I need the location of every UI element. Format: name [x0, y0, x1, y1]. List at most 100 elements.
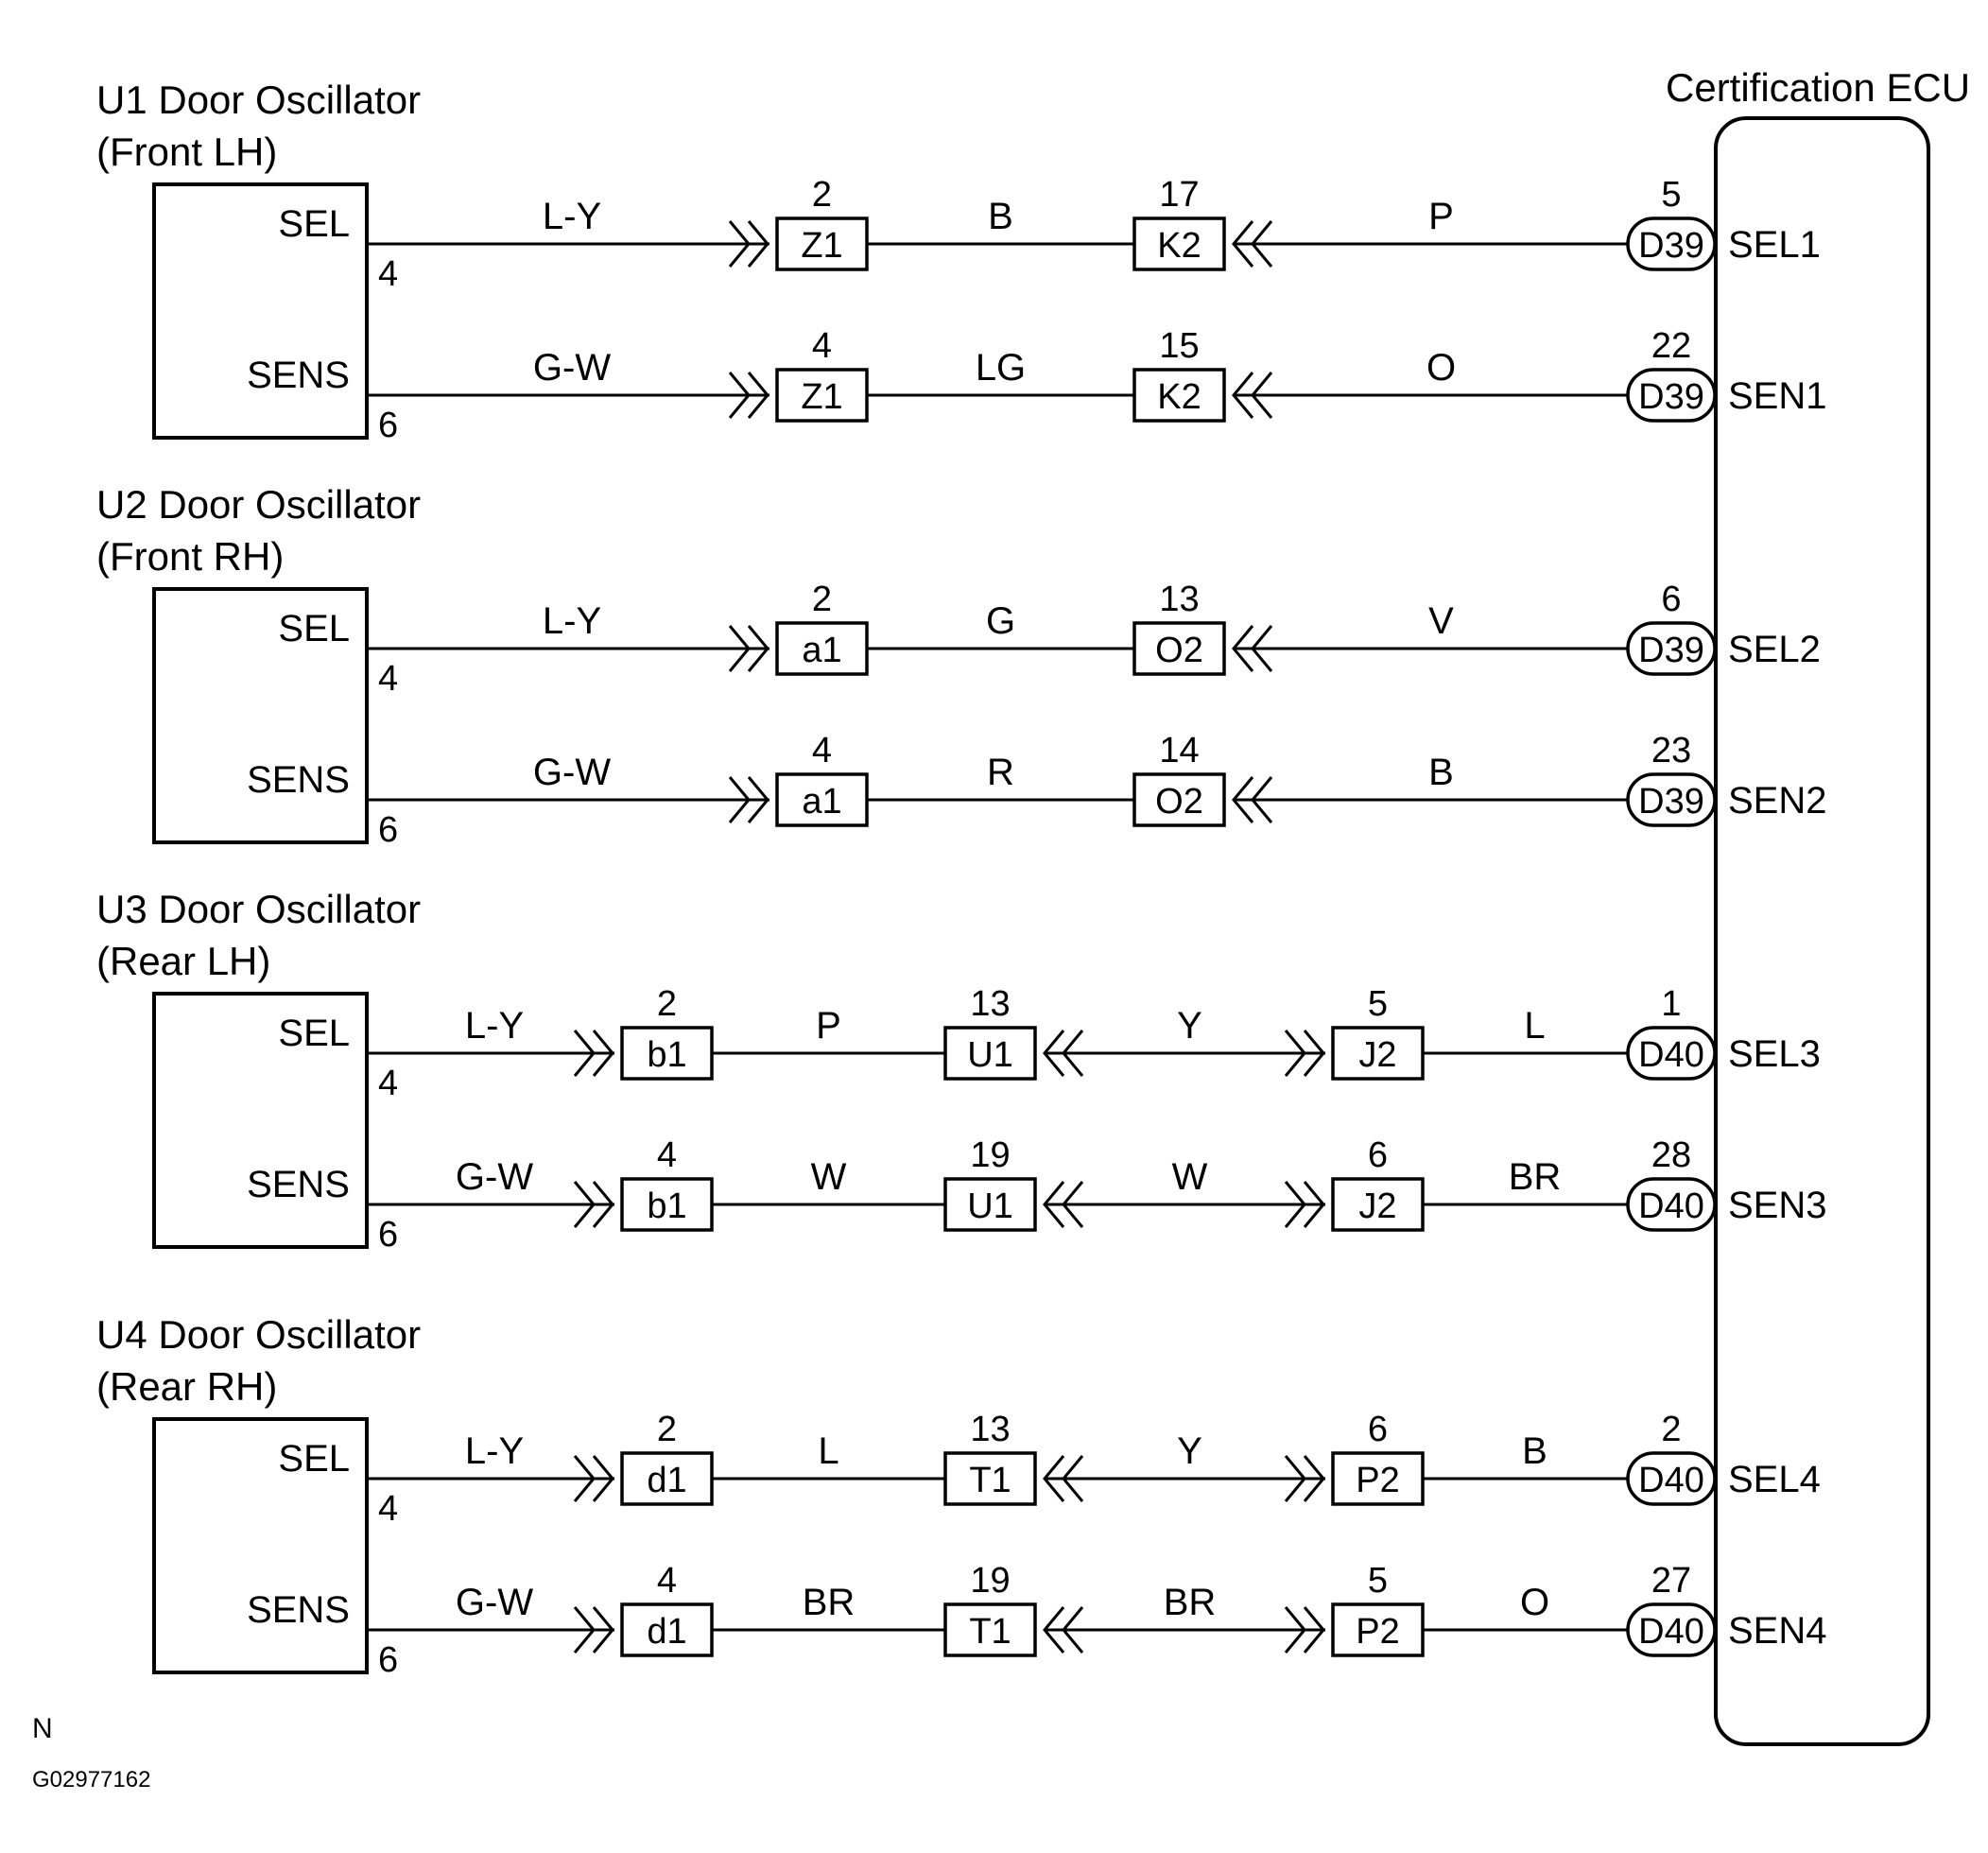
- ecu-connector: [1626, 621, 1717, 676]
- wire-color-label: G-W: [456, 1156, 533, 1198]
- connector-pin: 2: [812, 175, 832, 215]
- oscillator-subtitle: (Rear RH): [96, 1364, 277, 1409]
- pin-number: 6: [378, 1215, 398, 1255]
- connector-box: [620, 1177, 714, 1232]
- ecu-box: [1714, 116, 1930, 1746]
- oscillator-title: U4 Door Oscillator: [96, 1312, 421, 1357]
- connector-id: Z1: [801, 377, 842, 417]
- pin-number: 4: [378, 254, 398, 294]
- ecu-connector-id: D39: [1638, 782, 1704, 822]
- male-terminal-chevron: [573, 1455, 614, 1502]
- wire-color-label: Y: [1177, 1430, 1202, 1472]
- connector-id: a1: [802, 782, 841, 822]
- wire-color-label: P: [816, 1005, 841, 1047]
- ecu-pin-number: 28: [1651, 1135, 1691, 1175]
- connector-id: T1: [969, 1612, 1011, 1652]
- male-terminal-chevron: [573, 1606, 614, 1654]
- wire-color-label: W: [1172, 1156, 1208, 1198]
- male-terminal-chevron: [728, 625, 769, 672]
- pin-name: SENS: [247, 355, 350, 396]
- wire-color-label: BR: [1164, 1582, 1217, 1623]
- connector-pin: 4: [657, 1561, 677, 1601]
- connector-pin: 5: [1368, 984, 1388, 1024]
- connector-box: [1331, 1026, 1425, 1081]
- connector-box: [943, 1602, 1037, 1657]
- oscillator-group-2: U2 Door Oscillator (Front RH) SEL 4 L-Y a1 2G O…: [96, 482, 1827, 850]
- oscillator-subtitle: (Rear LH): [96, 939, 270, 983]
- oscillator-box: [152, 182, 369, 440]
- wire-color-label: L-Y: [465, 1430, 524, 1472]
- connector-box: [1132, 368, 1226, 423]
- ecu-pin-number: 5: [1661, 175, 1681, 215]
- connector-pin: 17: [1159, 175, 1199, 215]
- ecu-signal-name: SEN1: [1728, 375, 1827, 417]
- ecu-pin-number: 22: [1651, 326, 1691, 366]
- connector-pin: 6: [1368, 1410, 1388, 1449]
- male-terminal-chevron: [1284, 1030, 1325, 1077]
- oscillator-group-3: U3 Door Oscillator(Rear LH)SEL4L-Yb12PU1…: [96, 887, 1827, 1255]
- connector-id: d1: [647, 1612, 686, 1652]
- wire-color-label: G: [986, 600, 1015, 642]
- connector-id: a1: [802, 631, 841, 670]
- connector-pin: 5: [1368, 1561, 1388, 1601]
- connector-pin: 13: [1159, 580, 1199, 619]
- connector-pin: 19: [970, 1135, 1010, 1175]
- oscillator-title: U3 Door Oscillator: [96, 887, 421, 931]
- footer-code: G02977162: [32, 1767, 150, 1792]
- connector-id: b1: [647, 1035, 686, 1075]
- connector-pin: 4: [657, 1135, 677, 1175]
- connector-box: [775, 216, 869, 271]
- ecu-connector: [1626, 368, 1717, 423]
- oscillator-group-4: U4 Door Oscillator(Rear RH)SEL4L-Yd12LT1…: [96, 1312, 1827, 1680]
- pin-name: SEL: [278, 1013, 350, 1054]
- connector-id: d1: [647, 1461, 686, 1500]
- wire-color-label: G-W: [456, 1582, 533, 1623]
- pin-name: SEL: [278, 608, 350, 649]
- wire-color-label: L: [1524, 1005, 1545, 1047]
- male-terminal-chevron: [1284, 1181, 1325, 1228]
- wire-color-label: W: [811, 1156, 847, 1198]
- oscillator-groups: U1 Door Oscillator(Front LH)SEL4L-YZ12BK…: [96, 78, 1827, 1680]
- connector-id: b1: [647, 1186, 686, 1226]
- connector-pin: 13: [970, 1410, 1010, 1449]
- ecu-connector: [1626, 1451, 1717, 1506]
- ecu-signal-name: SEL3: [1728, 1033, 1821, 1075]
- male-terminal-chevron: [728, 372, 769, 419]
- connector-pin: 4: [812, 731, 832, 771]
- wire-color-label: L-Y: [543, 196, 601, 237]
- male-terminal-chevron: [1284, 1455, 1325, 1502]
- ecu-connector-id: D40: [1638, 1035, 1704, 1075]
- male-terminal-chevron: [728, 776, 769, 823]
- ecu-connector-id: D39: [1638, 377, 1704, 417]
- ecu-pin-number: 6: [1661, 580, 1681, 619]
- connector-id: J2: [1358, 1035, 1396, 1075]
- ecu-signal-name: SEN4: [1728, 1610, 1827, 1652]
- connector-id: O2: [1155, 631, 1203, 670]
- oscillator-title: U2 Door Oscillator: [96, 482, 421, 527]
- ecu-signal-name: SEL2: [1728, 629, 1821, 670]
- connector-id: T1: [969, 1461, 1011, 1500]
- wire-color-label: L-Y: [543, 600, 601, 642]
- connector-pin: 2: [657, 1410, 677, 1449]
- connector-id: U1: [967, 1035, 1013, 1075]
- wire-color-label: B: [1522, 1430, 1547, 1472]
- pin-number: 6: [378, 810, 398, 850]
- oscillator-box: [152, 992, 369, 1249]
- connector-id: P2: [1356, 1612, 1399, 1652]
- wire-color-label: L-Y: [465, 1005, 524, 1047]
- connector-pin: 13: [970, 984, 1010, 1024]
- oscillator-subtitle: (Front RH): [96, 534, 284, 579]
- ecu-title: Certification ECU: [1666, 65, 1970, 110]
- wire-color-label: Y: [1177, 1005, 1202, 1047]
- connector-box: [943, 1026, 1037, 1081]
- ecu-connector-id: D40: [1638, 1612, 1704, 1652]
- oscillator-box: [152, 1417, 369, 1674]
- connector-box: [1132, 216, 1226, 271]
- ecu-connector: [1626, 1602, 1717, 1657]
- connector-pin: 2: [812, 580, 832, 619]
- ecu-connector: [1626, 1026, 1717, 1081]
